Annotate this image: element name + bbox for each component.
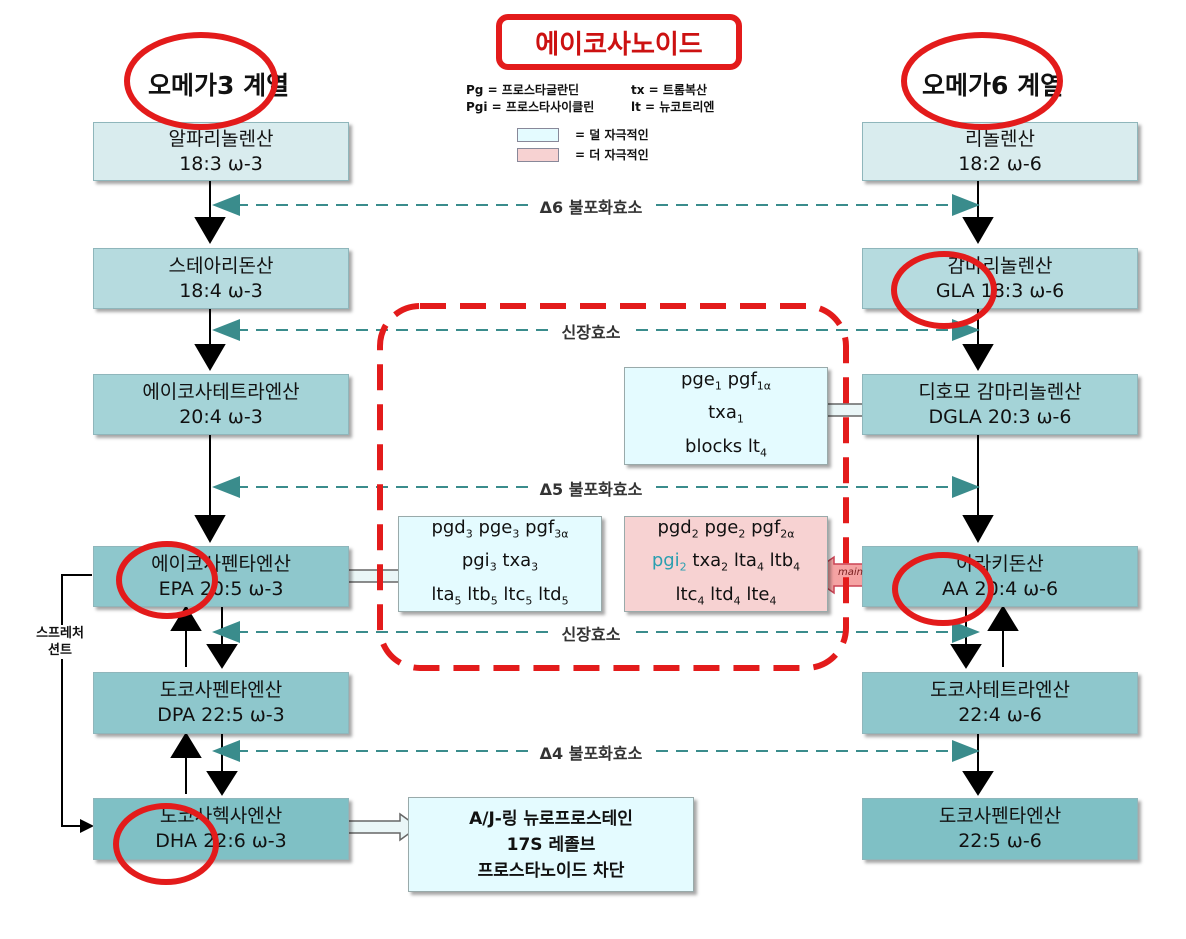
abbrev-tx: tx = 트롬복산: [631, 83, 708, 97]
dgla-products-line1: pge1 pgf1α: [680, 368, 772, 393]
omega3-series-label: 오메가3 계열: [148, 71, 290, 100]
left-chain-arrows: [170, 180, 238, 796]
epa-products-line3: lta5 ltb5 ltc5 ltd5: [431, 583, 569, 608]
aa-formula: AA 20:4 ω-6: [941, 577, 1059, 600]
sda-box: 스테아리돈산 18:4 ω-3: [93, 248, 349, 309]
dha-products-line1: A/J-링 뉴로프로스테인: [469, 808, 633, 829]
sprecher-shunt-line: [61, 574, 92, 827]
epa-products-line1: pgd3 pge3 pgf3α: [431, 516, 569, 541]
omega6-series-label: 오메가6 계열: [922, 71, 1064, 100]
aa-products-line3: ltc4 ltd4 lte4: [675, 583, 777, 608]
sda-formula: 18:4 ω-3: [179, 279, 263, 302]
ala-formula: 18:3 ω-3: [179, 152, 263, 175]
main-arrow-label: main: [838, 567, 863, 578]
aa-box: 아라키돈산 AA 20:4 ω-6: [862, 546, 1138, 607]
dpa-n6-formula: 22:5 ω-6: [958, 830, 1042, 852]
epa-box: 에이코사펜타엔산 EPA 20:5 ω-3: [93, 546, 349, 607]
dgla-box: 디호모 감마리놀렌산 DGLA 20:3 ω-6: [862, 374, 1138, 435]
enzyme-elongase-2-label: 신장효소: [551, 621, 631, 645]
epa-name: 에이코사펜타엔산: [151, 552, 291, 575]
dpa-name: 도코사펜타엔산: [159, 679, 283, 701]
dpa-n6-name: 도코사펜타엔산: [938, 805, 1062, 827]
ala-box: 알파리놀렌산 18:3 ω-3: [93, 122, 349, 181]
dpa-n6-box: 도코사펜타엔산 22:5 ω-6: [862, 798, 1138, 860]
gla-name: 감마리놀렌산: [947, 254, 1053, 277]
enzyme-d6-label: Δ6 불포화효소: [529, 194, 653, 218]
dpa-box: 도코사펜타엔산 DPA 22:5 ω-3: [93, 672, 349, 734]
gla-formula: GLA 18:3 ω-6: [935, 279, 1065, 302]
sprecher-shunt-label: 스프레처 션트: [28, 625, 92, 659]
eta-name: 에이코사테트라엔산: [142, 380, 300, 403]
ala-name: 알파리놀렌산: [168, 127, 274, 150]
dgla-formula: DGLA 20:3 ω-6: [928, 405, 1072, 428]
legend-more-label: = 더 자극적인: [575, 148, 649, 162]
dha-formula: DHA 22:6 ω-3: [155, 830, 287, 852]
epa-formula: EPA 20:5 ω-3: [158, 577, 284, 600]
dgla-products-box: pge1 pgf1α txa1 blocks lt4: [624, 367, 828, 465]
enzyme-d4-label: Δ4 불포화효소: [529, 740, 653, 764]
la-box: 리놀렌산 18:2 ω-6: [862, 122, 1138, 181]
title-text: 에이코사노이드: [535, 29, 703, 60]
dgla-products-line3: blocks lt4: [685, 435, 767, 460]
la-name: 리놀렌산: [965, 127, 1035, 150]
page-title: 에이코사노이드: [496, 14, 742, 70]
sda-name: 스테아리돈산: [168, 254, 274, 277]
dha-box: 도코사헥사엔산 DHA 22:6 ω-3: [93, 798, 349, 860]
dha-products-box: A/J-링 뉴로프로스테인 17S 레졸브 프로스타노이드 차단: [408, 797, 694, 892]
sprecher-line1: 스프레처: [36, 626, 84, 641]
dha-products-line3: 프로스타노이드 차단: [477, 860, 625, 881]
sprecher-line2: 션트: [48, 643, 72, 658]
dha-products-line2: 17S 레졸브: [506, 834, 596, 855]
dpa-formula: DPA 22:5 ω-3: [157, 704, 285, 726]
dha-name: 도코사헥사엔산: [159, 805, 283, 827]
la-formula: 18:2 ω-6: [958, 152, 1042, 175]
abbrev-lt: lt = 뉴코트리엔: [631, 100, 715, 114]
dta-name: 도코사테트라엔산: [930, 679, 1070, 701]
aa-products-line2: pgi2 txa2 lta4 ltb4: [651, 550, 801, 574]
legend-less-label: = 덜 자극적인: [575, 128, 649, 142]
enzyme-d5-label: Δ5 불포화효소: [529, 476, 653, 500]
dgla-name: 디호모 감마리놀렌산: [918, 380, 1082, 403]
epa-products-line2: pgi3 txa3: [461, 550, 539, 574]
aa-name: 아라키돈산: [956, 552, 1044, 575]
legend-swatch-more: [517, 148, 559, 162]
legend-swatch-less: [517, 128, 559, 142]
dta-box: 도코사테트라엔산 22:4 ω-6: [862, 672, 1138, 734]
aa-products-line1: pgd2 pge2 pgf2α: [657, 516, 795, 541]
dta-formula: 22:4 ω-6: [958, 704, 1042, 726]
gla-box: 감마리놀렌산 GLA 18:3 ω-6: [862, 248, 1138, 309]
enzyme-elongase-1-label: 신장효소: [551, 319, 631, 343]
eta-box: 에이코사테트라엔산 20:4 ω-3: [93, 374, 349, 435]
abbrev-pg: Pg = 프로스타글란딘: [466, 83, 580, 97]
epa-products-box: pgd3 pge3 pgf3α pgi3 txa3 lta5 ltb5 ltc5…: [398, 516, 602, 612]
dgla-products-line2: txa1: [708, 402, 744, 426]
eta-formula: 20:4 ω-3: [179, 405, 263, 428]
highlight-dashed-region: [377, 303, 849, 671]
abbrev-pgi: Pgi = 프로스타사이클린: [466, 100, 595, 114]
aa-products-box: pgd2 pge2 pgf2α pgi2 txa2 lta4 ltb4 ltc4…: [624, 516, 828, 612]
